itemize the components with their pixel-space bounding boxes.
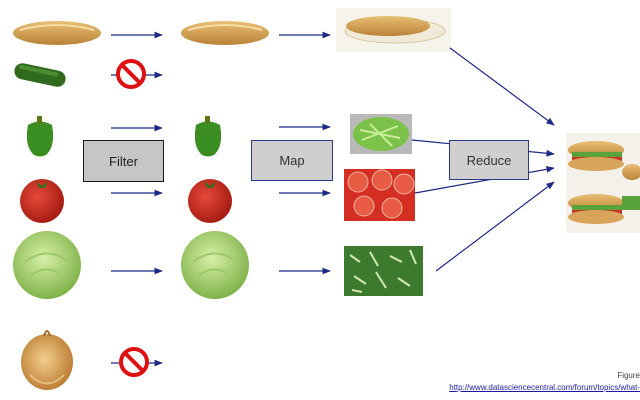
map-label: Map bbox=[279, 153, 305, 168]
stop-icon-onion bbox=[119, 347, 149, 377]
cucumber-image bbox=[14, 63, 66, 87]
filtered-lettuce-image bbox=[181, 231, 249, 299]
reduce-label: Reduce bbox=[466, 152, 512, 168]
bread-roll-image bbox=[13, 21, 101, 45]
figure-label: Figure bbox=[617, 371, 640, 380]
green-pepper-image bbox=[26, 116, 54, 157]
stop-icon-cucumber bbox=[116, 59, 146, 89]
sandwich-image bbox=[566, 133, 640, 233]
tomato-image bbox=[20, 179, 64, 223]
lettuce-image bbox=[13, 231, 81, 299]
sliced-green-pepper-image bbox=[350, 114, 412, 154]
sliced-bread-roll-image bbox=[336, 8, 451, 52]
source-link[interactable]: http://www.datasciencecentral.com/forum/… bbox=[449, 383, 640, 392]
arrow-lettuce-to-reduce bbox=[435, 181, 555, 272]
filter-step-box: Filter bbox=[83, 140, 164, 182]
filter-label: Filter bbox=[109, 153, 138, 169]
arrow-bread-to-reduce bbox=[449, 47, 555, 126]
filtered-green-pepper-image bbox=[194, 116, 222, 157]
map-step-box: Map bbox=[251, 140, 333, 181]
reduce-step-box: Reduce bbox=[449, 140, 529, 180]
filtered-bread-roll-image bbox=[181, 21, 269, 45]
onion-image bbox=[21, 330, 73, 390]
filtered-tomato-image bbox=[188, 179, 232, 223]
chopped-lettuce-image bbox=[344, 246, 423, 296]
arrow-tomato-to-reduce bbox=[414, 166, 555, 194]
sliced-tomato-image bbox=[344, 169, 415, 221]
